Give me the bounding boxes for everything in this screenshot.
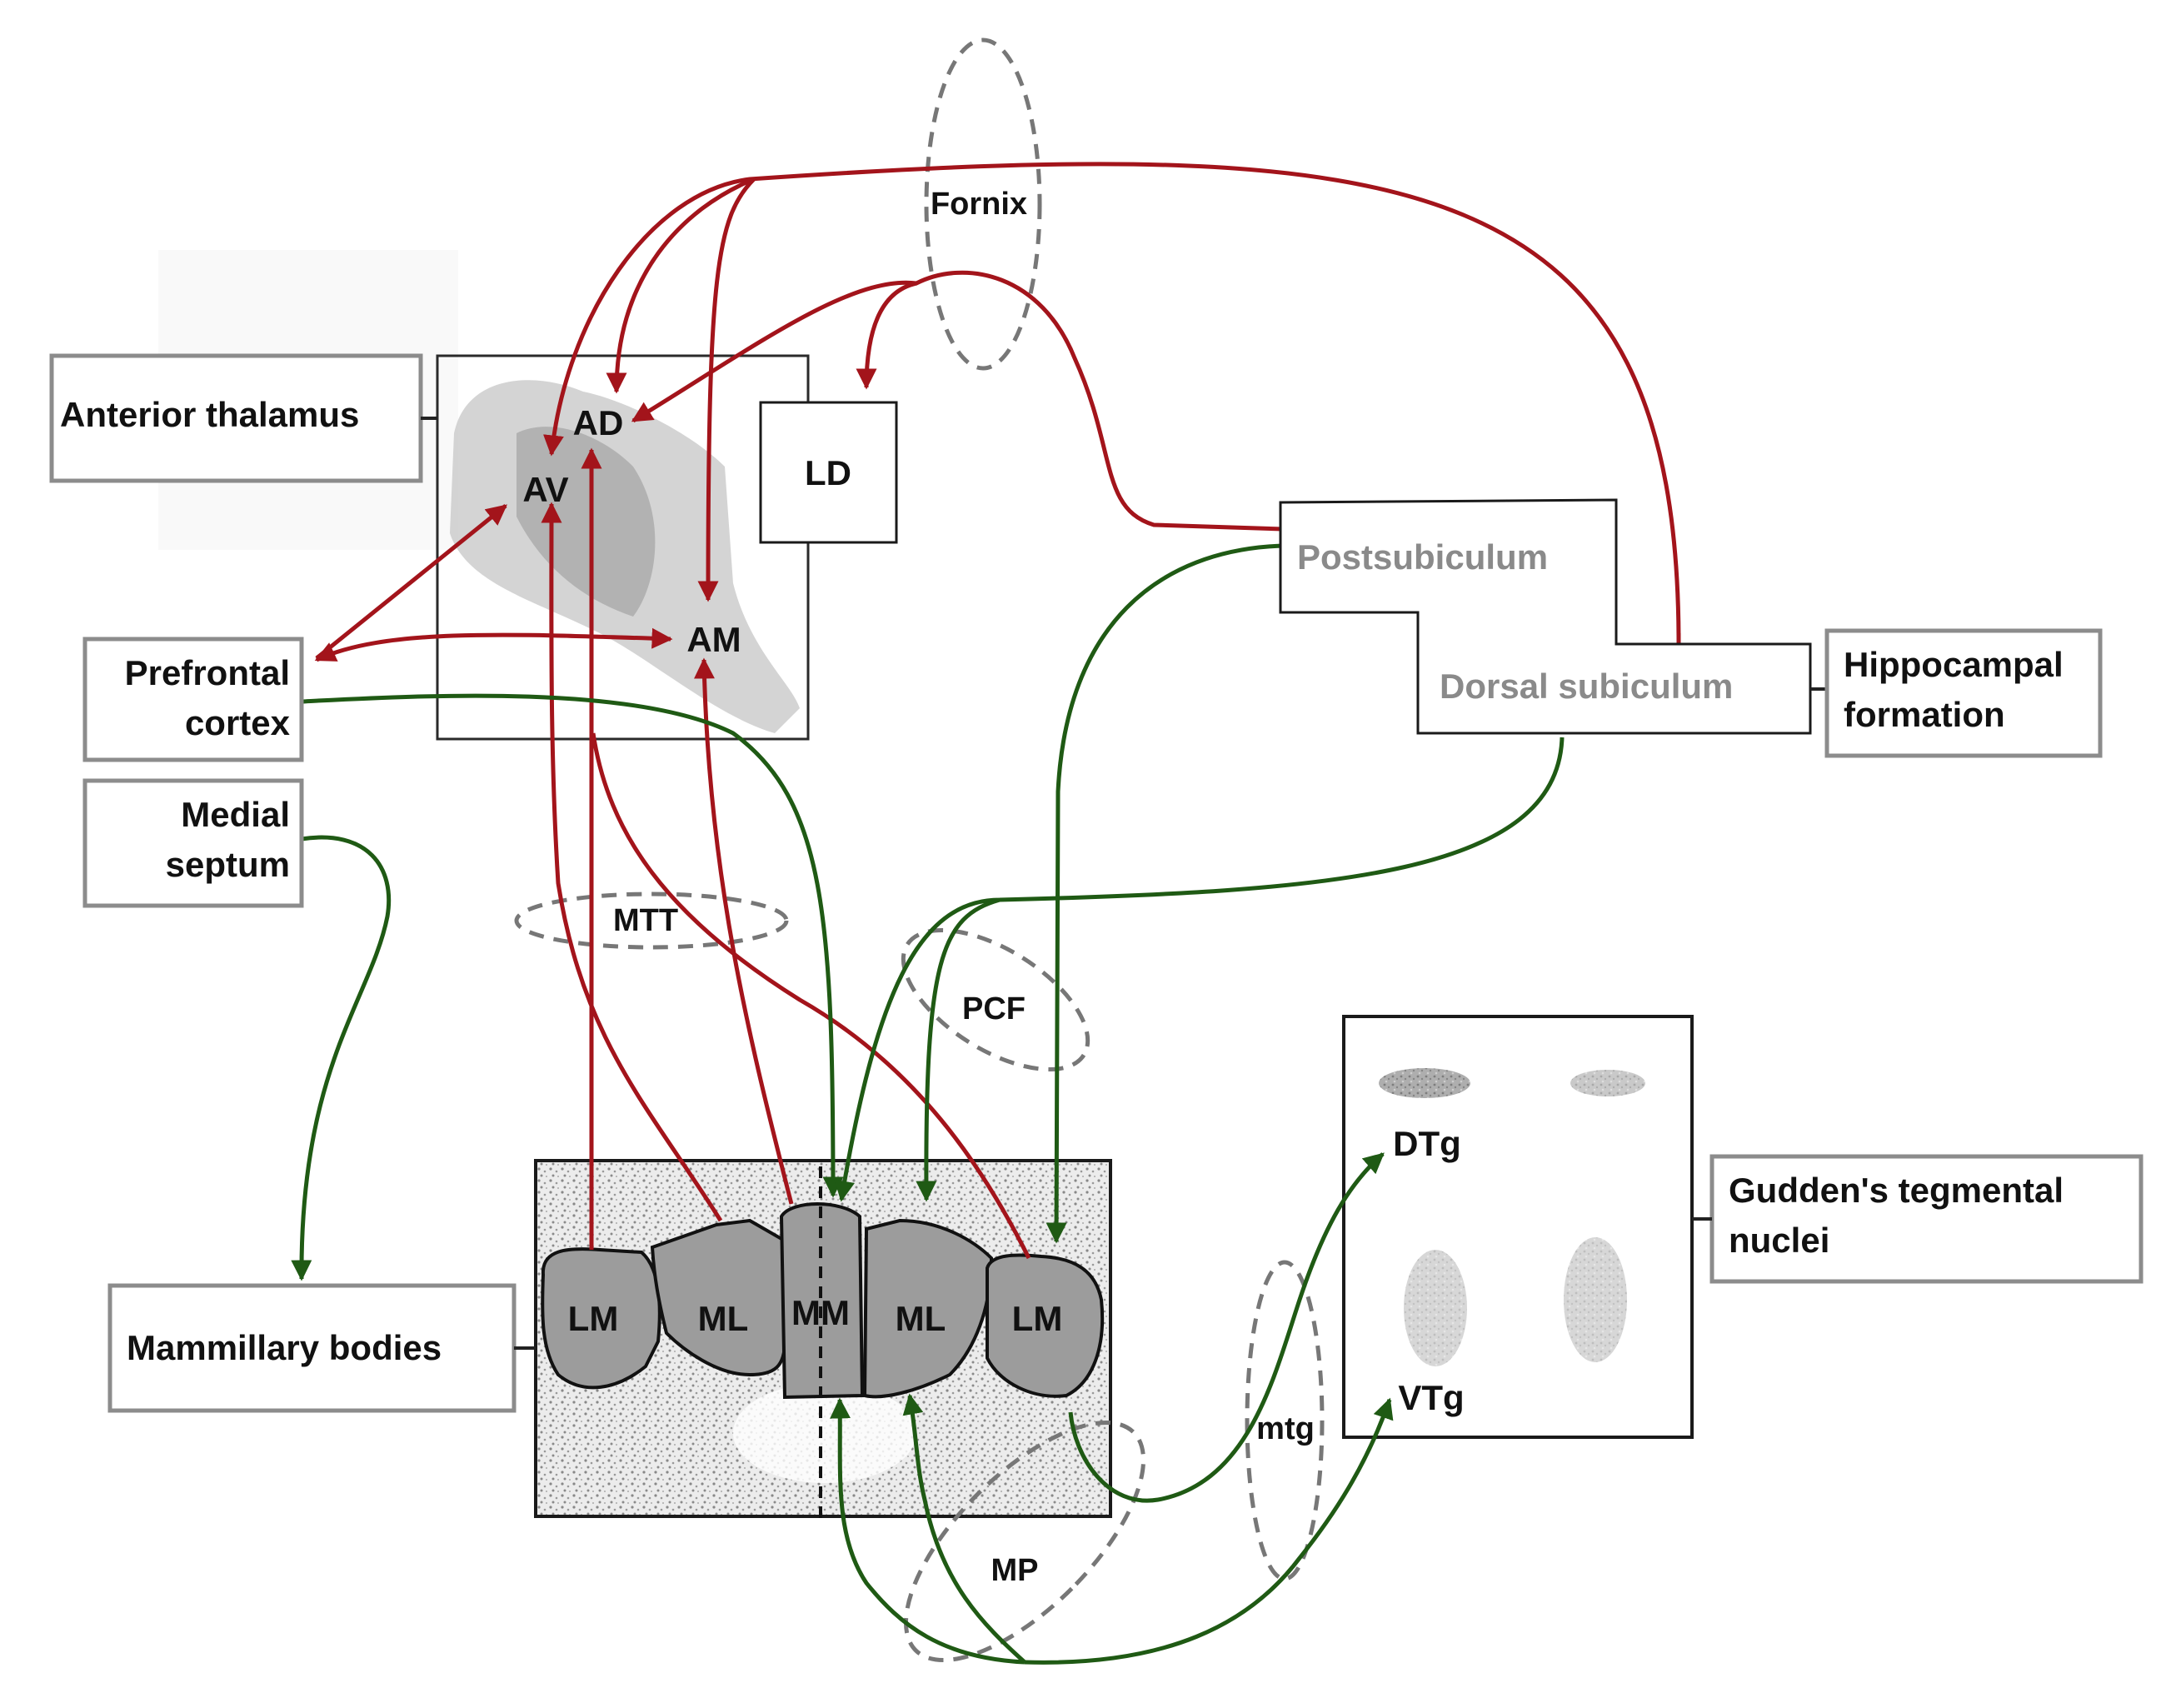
dtg-label: DTg xyxy=(1393,1124,1461,1163)
dorsal-subiculum-label: Dorsal subiculum xyxy=(1440,667,1733,706)
hippocampal-formation-box-frame xyxy=(1824,628,2103,758)
medial-septum-label-line1: Medial xyxy=(181,795,290,834)
mp-label: MP xyxy=(991,1553,1039,1588)
tegmental-panel xyxy=(1342,1015,1694,1439)
mtg-ellipse xyxy=(1245,1260,1325,1581)
mtt-label: MTT xyxy=(613,903,678,938)
postsubiculum-label: Postsubiculum xyxy=(1297,537,1548,577)
guddens-tegmental-label-line2: nuclei xyxy=(1729,1221,1829,1260)
pcf-ellipse xyxy=(901,927,1090,1072)
ld-box-frame xyxy=(759,401,898,544)
mp-to-vtg-path xyxy=(1024,1397,1394,1665)
postsubiculum-to-ld-path xyxy=(856,281,917,390)
ml-to-av-path xyxy=(541,502,723,1222)
subiculum-to-mm-path xyxy=(834,737,1565,1202)
guddens-tegmental-box[interactable]: Gudden's tegmental nuclei xyxy=(1692,1154,2144,1284)
dtg-left-stain xyxy=(1379,1068,1470,1098)
hippocampal-formation-box[interactable]: Hippocampal formation xyxy=(1824,628,2103,758)
lm-left-label: LM xyxy=(568,1299,619,1338)
thalamus-tissue-dark xyxy=(517,427,656,617)
mtg-label: mtg xyxy=(1256,1411,1315,1446)
mammillary-recess xyxy=(733,1383,916,1483)
red-pathways xyxy=(314,162,1681,1260)
ml-right-label: ML xyxy=(896,1299,946,1338)
anterior-thalamus-label: Anterior thalamus xyxy=(60,395,359,434)
lm-right-outline xyxy=(986,1253,1105,1398)
guddens-tegmental-box-frame xyxy=(1709,1154,2144,1284)
am-label: AM xyxy=(686,620,741,659)
subiculum-to-ml-path xyxy=(916,897,1001,1202)
mammillary-bodies-box[interactable]: Mammillary bodies xyxy=(107,1283,536,1413)
fornix-to-ad-path xyxy=(606,177,755,394)
anterior-thalamus-box[interactable]: Anterior thalamus xyxy=(49,353,437,483)
postsubiculum-to-lm-path xyxy=(1046,543,1284,1244)
vtg-left-stain xyxy=(1404,1250,1467,1366)
postsubiculum-to-ad-path xyxy=(631,270,1284,532)
hippocampal-formation-label-line2: formation xyxy=(1844,695,2005,734)
prefrontal-cortex-box-frame xyxy=(82,637,304,762)
medial-septum-box[interactable]: Medial septum xyxy=(82,778,304,908)
medial-septum-box-frame xyxy=(82,778,304,908)
green-pathways xyxy=(291,543,1565,1665)
prefrontal-am-path xyxy=(314,627,673,662)
dtg-right-stain xyxy=(1570,1070,1645,1096)
lm-right-label: LM xyxy=(1012,1299,1063,1338)
subiculum-box-frame xyxy=(1279,498,1812,735)
mtt-ellipse xyxy=(514,891,789,950)
mm-label: MM xyxy=(791,1293,850,1332)
mammillary-panel xyxy=(534,1159,1112,1521)
hippocampal-formation-label-line1: Hippocampal xyxy=(1844,645,2064,684)
ad-label: AD xyxy=(573,403,624,442)
mammillary-bodies-label: Mammillary bodies xyxy=(127,1328,442,1367)
thalamus-section-frame xyxy=(436,354,810,741)
mp-to-ml-path xyxy=(902,1393,1026,1664)
fornix-to-am-path xyxy=(697,177,756,602)
prefrontal-cortex-label-line1: Prefrontal xyxy=(125,653,290,692)
av-label: AV xyxy=(522,470,568,509)
medial-septum-label-line2: septum xyxy=(166,845,290,884)
mm-outline xyxy=(779,1202,865,1400)
lm-right-to-ad-path xyxy=(591,732,1031,1260)
ld-box[interactable]: LD xyxy=(759,401,898,544)
mp-ellipse xyxy=(903,1420,1146,1663)
prefrontal-cortex-label-line2: cortex xyxy=(185,703,291,742)
lm-to-dtg-path xyxy=(1068,1152,1385,1503)
guddens-tegmental-label-line1: Gudden's tegmental xyxy=(1729,1171,2064,1210)
vtg-label: VTg xyxy=(1398,1378,1464,1417)
ml-left-label: ML xyxy=(698,1299,749,1338)
subiculum-box[interactable]: Postsubiculum Dorsal subiculum xyxy=(1279,498,1827,735)
subiculum-to-av-path xyxy=(543,162,1681,644)
ld-label: LD xyxy=(805,453,851,492)
fornix-ellipse xyxy=(924,37,1042,371)
pcf-label: PCF xyxy=(962,991,1026,1026)
septum-to-mammillary-path xyxy=(291,835,392,1281)
mp-to-mm-path xyxy=(830,1397,1026,1665)
lm-left-outline xyxy=(541,1247,661,1390)
ml-right-outline xyxy=(862,1218,994,1399)
prefrontal-cortex-box[interactable]: Prefrontal cortex xyxy=(82,637,304,762)
vtg-right-stain xyxy=(1564,1237,1627,1362)
mammillary-bodies-box-frame xyxy=(107,1283,517,1413)
fornix-label: Fornix xyxy=(931,187,1027,222)
prefrontal-to-mm-path xyxy=(301,693,844,1198)
